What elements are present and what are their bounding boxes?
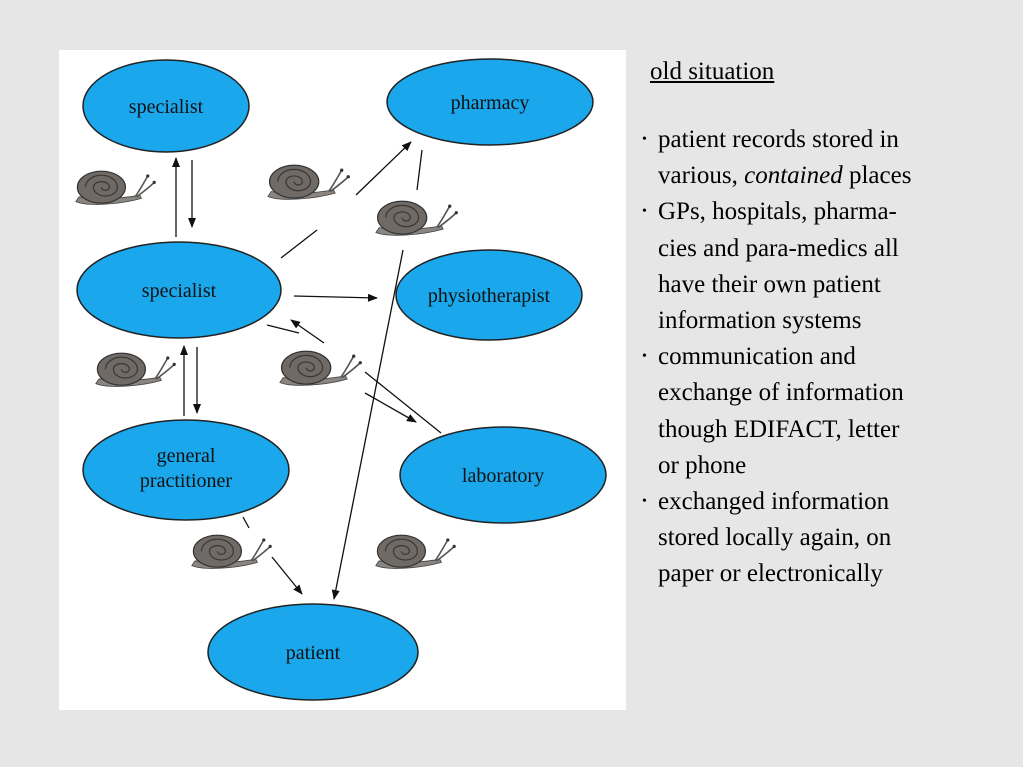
node-specialist-mid: specialist <box>76 241 282 339</box>
arrow-gp-to-patient <box>271 556 303 595</box>
bullet-line: information systems <box>658 307 862 335</box>
bullet-list: • patient records stored in various, con… <box>640 122 1020 593</box>
bullet-icon: • <box>642 204 647 220</box>
node-label: specialist <box>129 96 204 118</box>
bullet-icon: • <box>642 132 647 147</box>
bullet-line: or phone <box>658 451 747 479</box>
snail-icon <box>191 534 273 570</box>
arrow-mid-specialist-to-pharmacy <box>355 141 412 196</box>
node-pharmacy: pharmacy <box>386 58 594 146</box>
line-mid-specialist-to-lab-a <box>364 371 442 434</box>
bullet-line: stored locally again, on <box>658 524 892 552</box>
snail-icon <box>75 170 157 206</box>
text-panel: old situation • patient records stored i… <box>640 56 1020 593</box>
node-label: general <box>157 445 216 467</box>
node-label: practitioner <box>140 470 233 492</box>
bullet-line: exchange of information <box>658 379 904 407</box>
snail-icon <box>374 534 457 570</box>
connector-lines <box>172 141 442 600</box>
bullet-line: paper or electronically <box>658 560 883 588</box>
snail-icon <box>375 200 459 237</box>
node-specialist-top: specialist <box>82 59 250 153</box>
slide-heading: old situation <box>650 58 775 85</box>
bullet-line: though EDIFACT, letter <box>658 415 900 443</box>
bullet-item: • communication and exchange of informat… <box>640 339 1020 484</box>
node-label: laboratory <box>462 465 544 487</box>
node-physiotherapist: physiotherapist <box>395 249 583 341</box>
bullet-line: communication and <box>658 343 856 371</box>
bullet-icon: • <box>642 494 647 510</box>
snail-icon <box>95 352 177 388</box>
bullet-text: various, <box>658 162 745 190</box>
node-label: specialist <box>142 280 217 302</box>
snail-icon <box>267 164 351 201</box>
line-mid-specialist-to-pharmacy-a <box>280 229 318 259</box>
snail-icon <box>279 350 363 387</box>
node-patient: patient <box>207 603 419 701</box>
bullet-line: have their own patient <box>658 270 881 298</box>
diagram-panel: specialist pharmacy specialist physiothe… <box>59 50 626 710</box>
node-laboratory: laboratory <box>399 426 607 524</box>
bullet-text: places <box>842 162 912 190</box>
arrow-laboratory-to-mid-specialist <box>290 319 325 344</box>
node-label: patient <box>286 642 341 664</box>
bullet-line: various, contained places <box>658 158 1020 194</box>
line-lab-return <box>266 324 300 334</box>
node-general-practitioner: general practitioner <box>82 419 290 521</box>
line-pharmacy-down <box>416 149 423 191</box>
bullet-line: exchanged information <box>658 488 890 516</box>
bullet-icon: • <box>642 349 647 365</box>
bullet-item: • exchanged information stored locally a… <box>640 484 1020 593</box>
arrow-mid-specialist-to-physiotherapist <box>293 293 378 302</box>
communication-diagram: specialist pharmacy specialist physiothe… <box>75 58 607 701</box>
bullet-line: cies and para-medics all <box>658 234 899 262</box>
arrow-pharmacy-to-patient <box>331 249 404 600</box>
bullet-item: • patient records stored in various, con… <box>640 122 1020 194</box>
line-gp-to-patient-a <box>242 516 250 529</box>
bullet-item: • GPs, hospitals, pharma- cies and para-… <box>640 194 1020 339</box>
node-label: physiotherapist <box>428 285 551 307</box>
node-label: pharmacy <box>451 92 530 114</box>
bullet-line: GPs, hospitals, pharma- <box>658 198 897 226</box>
bullet-line: patient records stored in <box>658 126 899 153</box>
emphasized-text: contained <box>744 162 843 190</box>
